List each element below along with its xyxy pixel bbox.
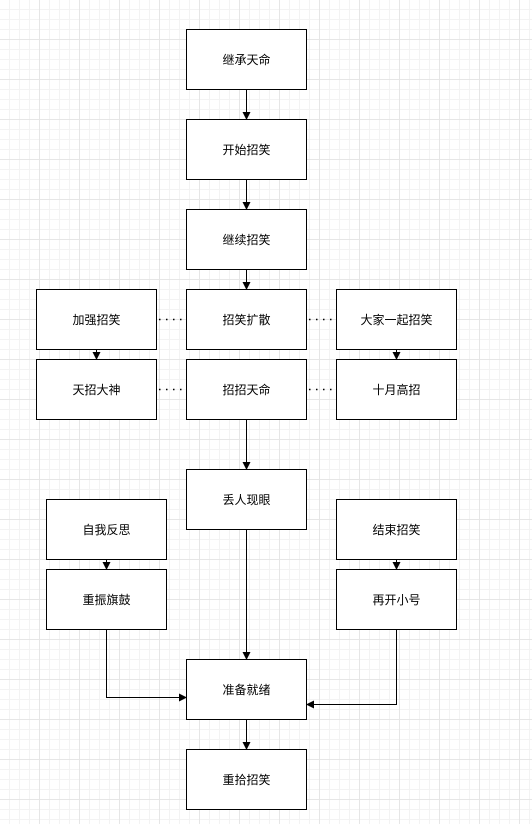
node-new-alt-account[interactable]: 再开小号	[336, 569, 457, 630]
node-get-ready[interactable]: 准备就绪	[186, 659, 307, 720]
arrow-newalt-to-ready	[306, 630, 397, 709]
node-strengthen-zhaoxiao[interactable]: 加强招笑	[36, 289, 157, 350]
node-resume-zhaoxiao[interactable]: 重拾招笑	[186, 749, 307, 810]
node-embarrassment[interactable]: 丢人现眼	[186, 469, 307, 530]
node-everyone-zhaoxiao[interactable]: 大家一起招笑	[336, 289, 457, 350]
node-tian-zhao-da-shen[interactable]: 天招大神	[36, 359, 157, 420]
node-self-reflection[interactable]: 自我反思	[46, 499, 167, 560]
arrow-rally-to-ready	[106, 630, 187, 702]
node-spread-zhaoxiao[interactable]: 招笑扩散	[186, 289, 307, 350]
node-shi-yue-gao-zhao[interactable]: 十月高招	[336, 359, 457, 420]
node-start-zhaoxiao[interactable]: 开始招笑	[186, 119, 307, 180]
node-continue-zhaoxiao[interactable]: 继续招笑	[186, 209, 307, 270]
node-rally-again[interactable]: 重振旗鼓	[46, 569, 167, 630]
node-end-zhaoxiao[interactable]: 结束招笑	[336, 499, 457, 560]
node-zhao-zhao-tian-ming[interactable]: 招招天命	[186, 359, 307, 420]
node-inherit-fate[interactable]: 继承天命	[186, 29, 307, 90]
